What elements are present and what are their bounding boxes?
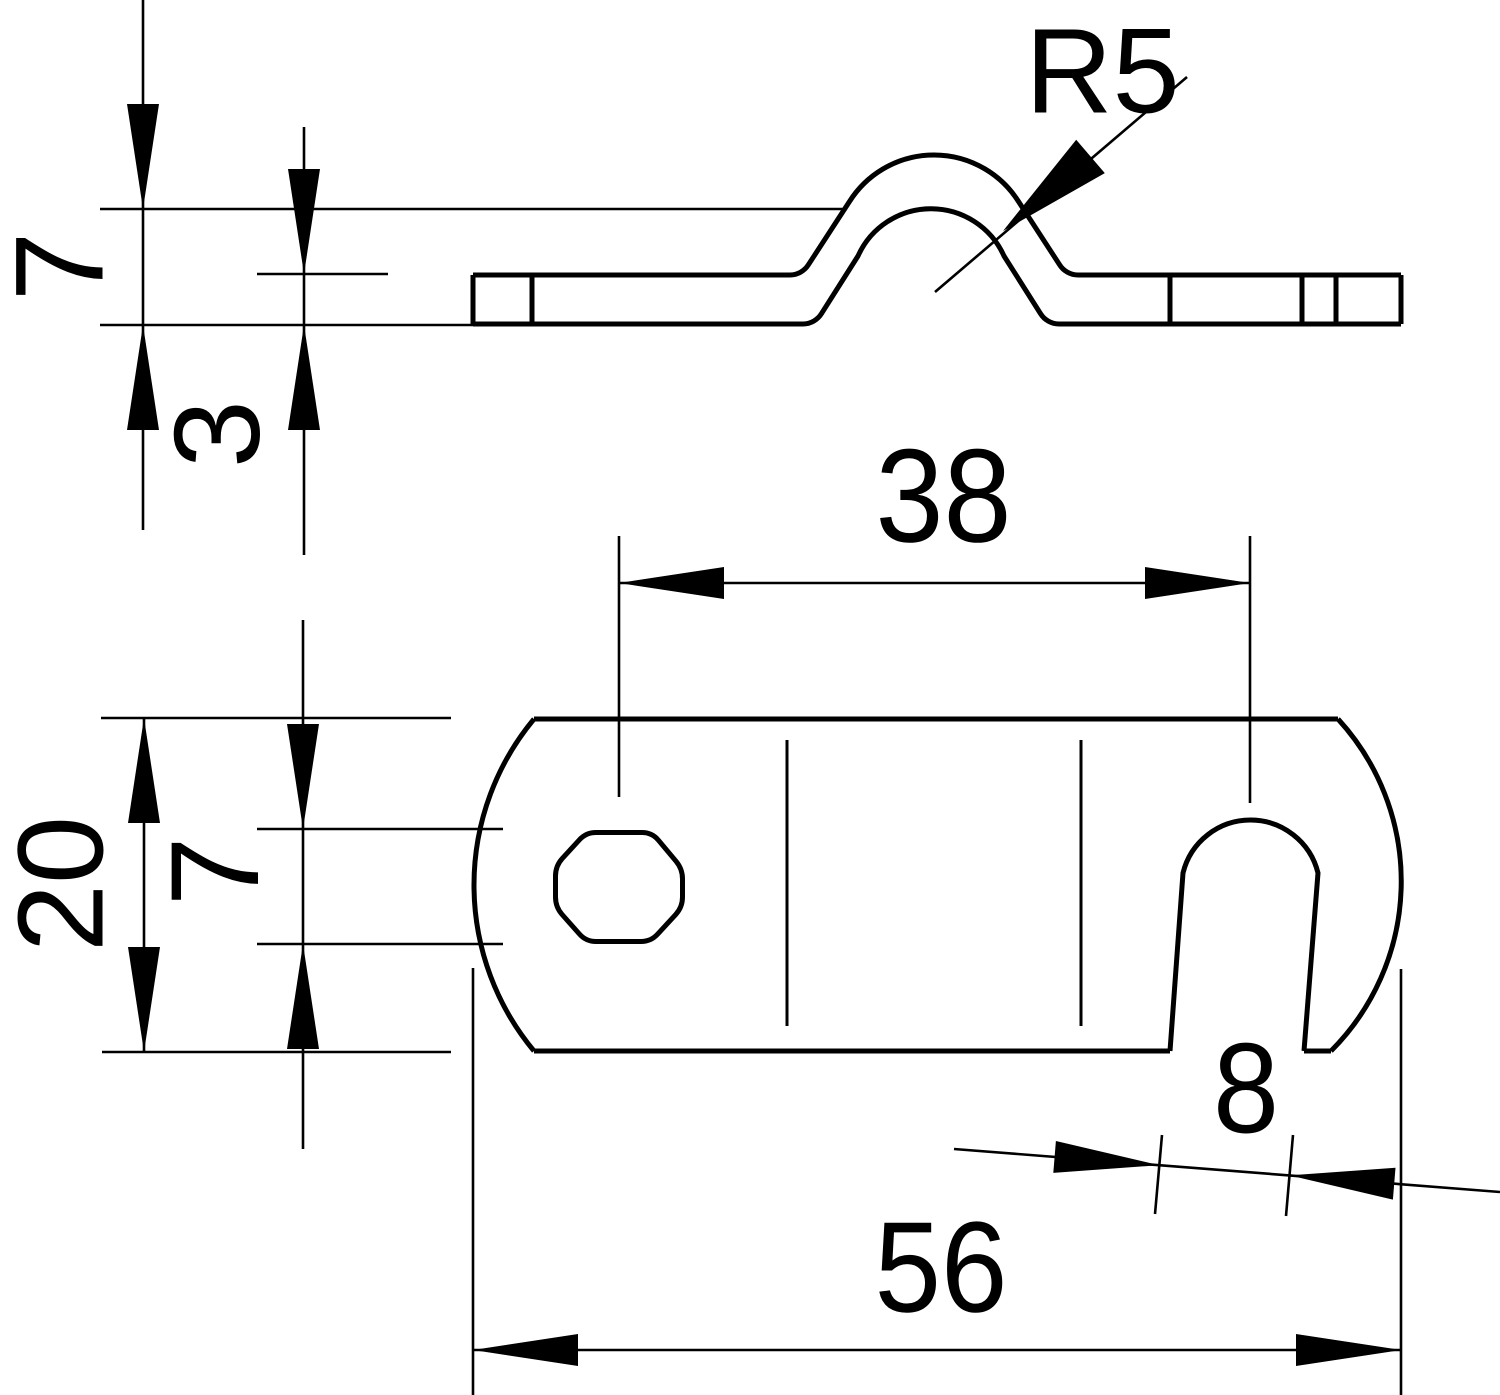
svg-text:7: 7 xyxy=(0,232,130,302)
svg-text:8: 8 xyxy=(1213,1018,1279,1161)
svg-text:20: 20 xyxy=(0,816,129,952)
svg-text:56: 56 xyxy=(875,1196,1008,1340)
svg-text:3: 3 xyxy=(149,400,285,468)
svg-text:R5: R5 xyxy=(1025,3,1180,139)
svg-text:7: 7 xyxy=(146,837,285,907)
svg-text:38: 38 xyxy=(876,423,1012,571)
